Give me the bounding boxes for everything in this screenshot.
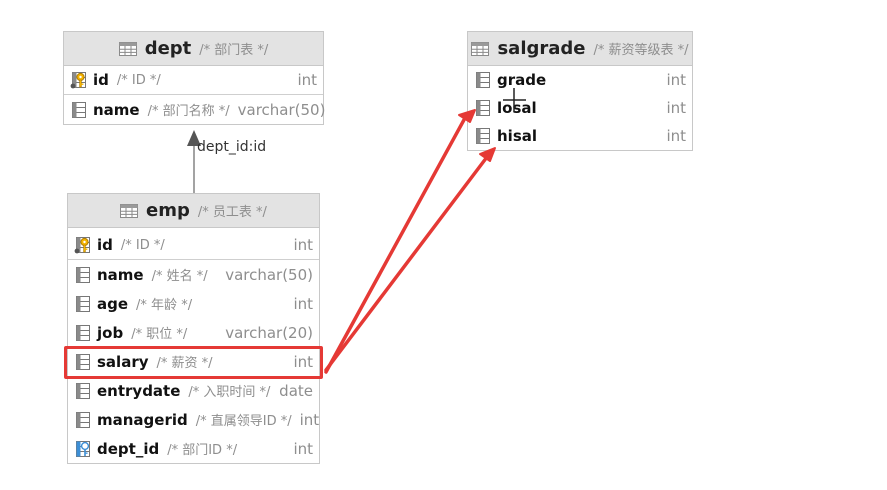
column-name: name: [93, 100, 140, 119]
table-name: emp: [146, 200, 190, 221]
table-name: dept: [144, 38, 192, 59]
column-row-salary[interactable]: salary /* 薪资 */ int: [68, 347, 319, 376]
relationship-label: dept_id:id: [197, 139, 267, 155]
column-comment: /* ID */: [120, 237, 165, 253]
column-row-age[interactable]: age /* 年龄 */ int: [68, 289, 319, 318]
column-row-entrydate[interactable]: entrydate /* 入职时间 */ date: [68, 376, 319, 405]
column-comment: /* 部门ID */: [167, 443, 238, 458]
emp-table[interactable]: emp /* 员工表 */ id /* ID */ int name /* 姓名…: [67, 193, 320, 464]
relationship-arrowhead: [187, 130, 201, 146]
column-row-losal[interactable]: losal int: [468, 94, 692, 122]
column-type: varchar(50): [237, 100, 326, 119]
column-row-dept-id[interactable]: dept_id /* 部门ID */ int: [68, 434, 319, 463]
column-type: varchar(20): [225, 323, 313, 342]
column-name: id: [93, 71, 109, 89]
column-row-job[interactable]: job /* 职位 */ varchar(20): [68, 318, 319, 347]
column-type: int: [293, 352, 313, 371]
column-type: int: [297, 71, 317, 89]
salary-highlight-box: [64, 346, 323, 379]
column-comment: /* 直属领导ID */: [195, 414, 292, 429]
table-name: salgrade: [497, 38, 586, 59]
column-name: hisal: [497, 127, 538, 145]
column-row-grade[interactable]: grade int: [468, 66, 692, 94]
column-comment: /* 职位 */: [131, 327, 188, 342]
column-name: id: [97, 236, 113, 254]
column-row-name[interactable]: name /* 部门名称 */ varchar(50): [64, 95, 326, 124]
column-type: int: [293, 294, 313, 313]
column-type: int: [666, 127, 686, 145]
column-name: grade: [497, 71, 547, 89]
column-comment: /* 姓名 */: [151, 269, 208, 284]
move-cursor-icon: [503, 88, 526, 112]
table-comment: /* 薪资等级表 */: [593, 43, 689, 58]
column-type: int: [666, 99, 686, 117]
column-name: dept_id: [97, 439, 160, 458]
column-name: age: [97, 294, 129, 313]
column-name: managerid: [97, 410, 188, 429]
column-comment: /* ID */: [116, 72, 161, 88]
emp-table-header[interactable]: emp /* 员工表 */: [68, 194, 319, 228]
arrow-to-losal: [324, 109, 476, 374]
column-type: int: [293, 439, 313, 458]
column-comment: /* 部门名称 */: [147, 104, 230, 119]
column-type: int: [666, 71, 686, 89]
table-comment: /* 部门表 */: [199, 43, 269, 58]
column-name: entrydate: [97, 381, 181, 400]
column-name: name: [97, 265, 144, 284]
table-comment: /* 员工表 */: [197, 205, 267, 220]
column-row-id[interactable]: id /* ID */ int: [68, 231, 319, 260]
column-type: int: [299, 410, 320, 429]
column-name: job: [97, 323, 124, 342]
column-type: int: [293, 236, 313, 254]
column-row-name[interactable]: name /* 姓名 */ varchar(50): [68, 260, 319, 289]
column-row-managerid[interactable]: managerid /* 直属领导ID */ int: [68, 405, 319, 434]
column-row-hisal[interactable]: hisal int: [468, 122, 692, 150]
column-type: date: [279, 381, 313, 400]
column-comment: /* 薪资 */: [156, 356, 213, 371]
column-type: varchar(50): [225, 265, 313, 284]
column-name: salary: [97, 352, 149, 371]
arrow-to-hisal: [324, 147, 496, 372]
column-comment: /* 年龄 */: [136, 298, 193, 313]
salgrade-table[interactable]: salgrade /* 薪资等级表 */ grade int losal int…: [467, 31, 693, 151]
dept-table-header[interactable]: dept /* 部门表 */: [64, 32, 323, 66]
column-comment: /* 入职时间 */: [188, 385, 271, 400]
dept-table[interactable]: dept /* 部门表 */ id /* ID */ int name /* 部…: [63, 31, 326, 125]
column-row-id[interactable]: id /* ID */ int: [64, 66, 323, 95]
salgrade-table-header[interactable]: salgrade /* 薪资等级表 */: [468, 32, 692, 66]
column-name: losal: [497, 99, 537, 117]
